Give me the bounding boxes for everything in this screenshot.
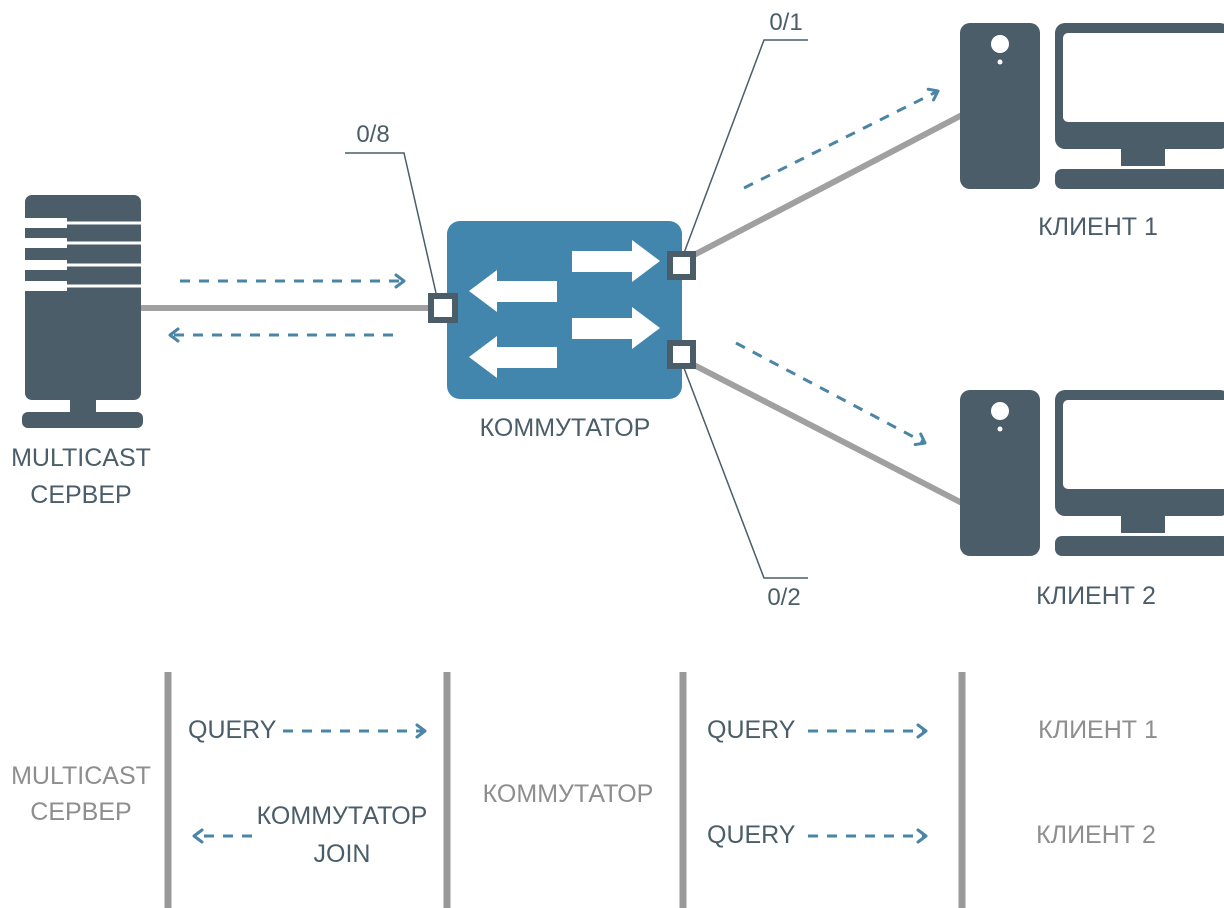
seq-client1-label: КЛИЕНТ 1 [1038,716,1158,744]
link-switch-client1 [689,112,965,259]
seq-client2-label: КЛИЕНТ 2 [1036,821,1156,849]
port-callouts [345,39,808,579]
seq-switch-label: КОММУТАТОР [483,780,654,808]
port-label-0-8: 0/8 [356,121,389,148]
arrow-switch-to-client1 [743,87,940,190]
server-label-line2: СЕРВЕР [30,481,131,509]
port-0-8-icon [428,293,458,323]
port-0-1-icon [667,251,696,280]
seq-server-line2: СЕРВЕР [30,798,131,826]
link-switch-client2 [689,361,965,506]
client2-computer-icon [960,390,1224,556]
server-icon [22,195,143,428]
port-label-0-2: 0/2 [767,584,800,611]
arrow-switch-to-client2 [735,341,927,447]
server-label-line1: MULTICAST [11,444,151,472]
sequence-dividers [164,672,966,908]
switch-label: КОММУТАТОР [480,414,651,442]
seq-server-line1: MULTICAST [11,762,151,790]
seq-join-line2: JOIN [314,840,371,868]
switch-icon [447,221,682,399]
client1-computer-icon [960,23,1224,189]
client1-label: КЛИЕНТ 1 [1038,213,1158,241]
seq-query-to-client1: QUERY [707,716,796,744]
seq-query-to-client2: QUERY [707,821,796,849]
client2-label: КЛИЕНТ 2 [1036,582,1156,610]
seq-query-to-switch: QUERY [188,716,277,744]
port-label-0-1: 0/1 [769,9,802,36]
port-0-2-icon [667,340,696,369]
seq-join-line1: КОММУТАТОР [257,802,428,830]
network-links [139,112,965,506]
